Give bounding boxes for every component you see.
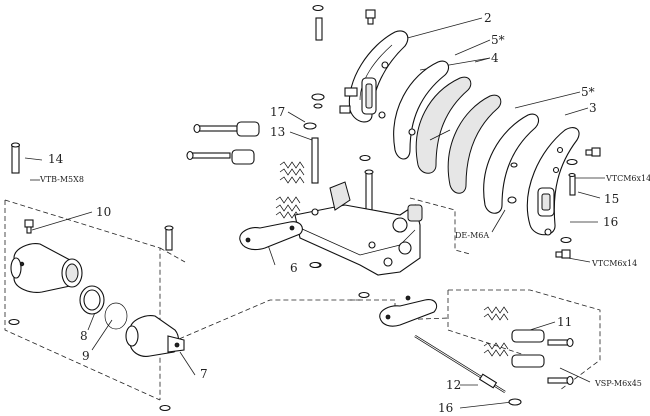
washer-16-right xyxy=(560,236,572,244)
pin-14 xyxy=(10,142,21,174)
right-pad-carrier-3 xyxy=(526,127,580,236)
label-10: 10 xyxy=(96,205,111,219)
springs-center xyxy=(275,161,305,219)
washer-right xyxy=(566,158,578,166)
springs-11 xyxy=(483,306,509,357)
label-5b: 5* xyxy=(581,85,595,99)
o-ring-9 xyxy=(104,302,128,330)
label-4: 4 xyxy=(491,51,499,65)
bolt-top xyxy=(365,9,376,25)
label-vtcm6x14-top: VTCM6x14 xyxy=(605,174,650,183)
left-pad-carrier xyxy=(339,30,409,123)
sleeves-11 xyxy=(511,329,545,368)
pin-13 xyxy=(311,137,319,184)
label-14: 14 xyxy=(48,152,64,166)
piston-7 xyxy=(125,315,185,357)
link-plate-6 xyxy=(239,221,303,251)
label-2: 2 xyxy=(484,11,492,25)
shoe-4b xyxy=(447,94,502,194)
bolts-vsp xyxy=(547,337,574,386)
shoe-4a xyxy=(415,76,472,174)
part-labels: 2 5* 4 5* 3 17 13 14 VTB-M5X8 10 VTCM6x1… xyxy=(39,11,650,415)
label-vtb-m5x8: VTB-M5X8 xyxy=(39,175,84,184)
label-3: 3 xyxy=(589,101,597,115)
pin-15 xyxy=(568,172,576,196)
label-9: 9 xyxy=(82,349,90,363)
label-15: 15 xyxy=(604,192,619,206)
assembly-outline xyxy=(4,197,601,401)
pin-top xyxy=(312,4,324,41)
washers-left xyxy=(8,261,321,412)
pad-5b xyxy=(483,113,540,214)
seal-8 xyxy=(79,285,105,315)
label-17: 17 xyxy=(270,105,285,119)
label-de-m6a: DE-M6A xyxy=(455,231,489,240)
rod-12 xyxy=(414,334,506,394)
link-plate-lower xyxy=(379,295,438,327)
bolt-group-upper xyxy=(186,121,317,165)
label-vsp-m6x45: VSP-M6x45 xyxy=(594,379,642,388)
label-13: 13 xyxy=(270,125,285,139)
label-16-right: 16 xyxy=(603,215,618,229)
label-vtcm6x14-bottom: VTCM6x14 xyxy=(591,259,637,268)
pin-center xyxy=(359,154,374,213)
bolt-vtcm-bottom xyxy=(555,249,571,259)
nut-de-m6a xyxy=(507,162,518,204)
leader-lines xyxy=(24,17,605,409)
label-7: 7 xyxy=(200,367,208,381)
caliper-body xyxy=(294,181,423,299)
bolt-vtb xyxy=(24,219,34,234)
label-5a: 5* xyxy=(491,33,505,47)
cylinder-10 xyxy=(10,243,83,293)
bolt-vtcm-top xyxy=(585,147,601,157)
label-11: 11 xyxy=(557,315,572,329)
pin-left-long xyxy=(164,225,174,251)
pad-5a xyxy=(393,60,450,160)
washer-small-1 xyxy=(311,93,325,109)
washer-16-bottom xyxy=(508,398,522,406)
label-12: 12 xyxy=(446,378,461,392)
label-8: 8 xyxy=(80,329,88,343)
label-6: 6 xyxy=(290,261,298,275)
label-16-bottom: 16 xyxy=(438,401,453,415)
